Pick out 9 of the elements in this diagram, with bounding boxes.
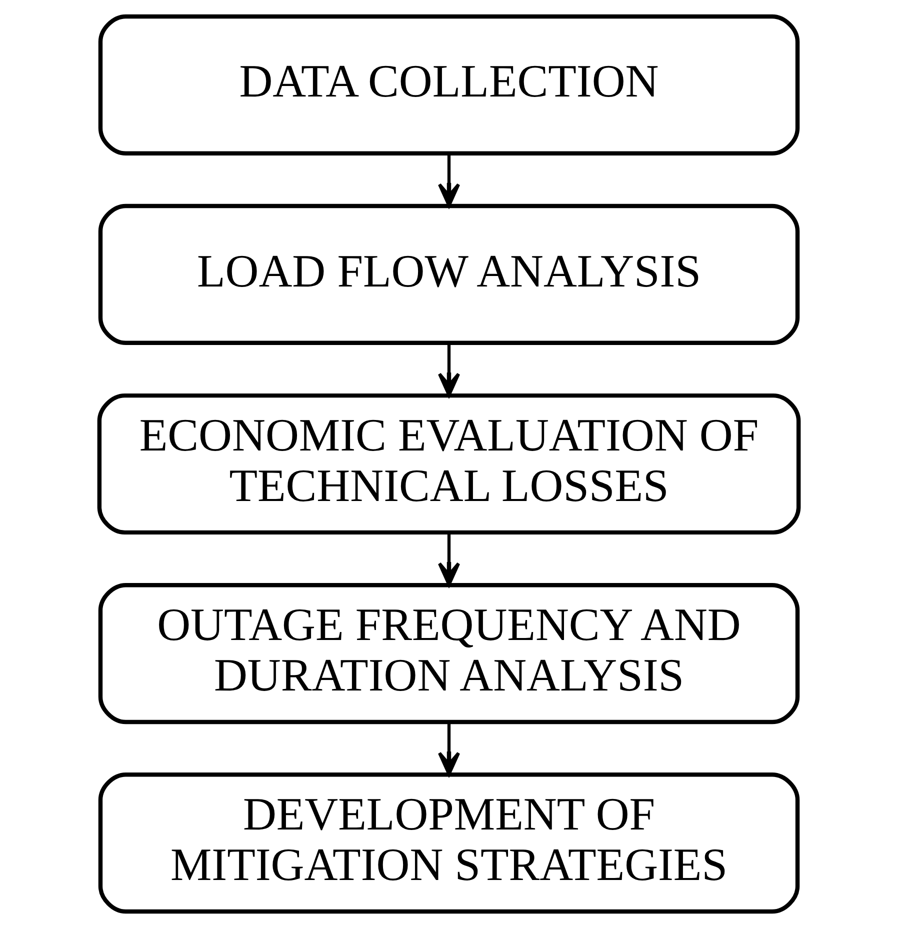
node-box: DATA COLLECTION <box>98 14 800 156</box>
node-box: DEVELOPMENT OF MITIGATION STRATEGIES <box>98 772 800 914</box>
arrow <box>437 722 460 776</box>
node-box: ECONOMIC EVALUATION OF TECHNICAL LOSSES <box>96 393 800 535</box>
arrow <box>437 533 460 586</box>
node-box: OUTAGE FREQUENCY AND DURATION ANALYSIS <box>98 582 800 724</box>
arrow <box>437 343 460 397</box>
node-box: LOAD FLOW ANALYSIS <box>98 204 800 346</box>
arrow <box>437 154 460 208</box>
